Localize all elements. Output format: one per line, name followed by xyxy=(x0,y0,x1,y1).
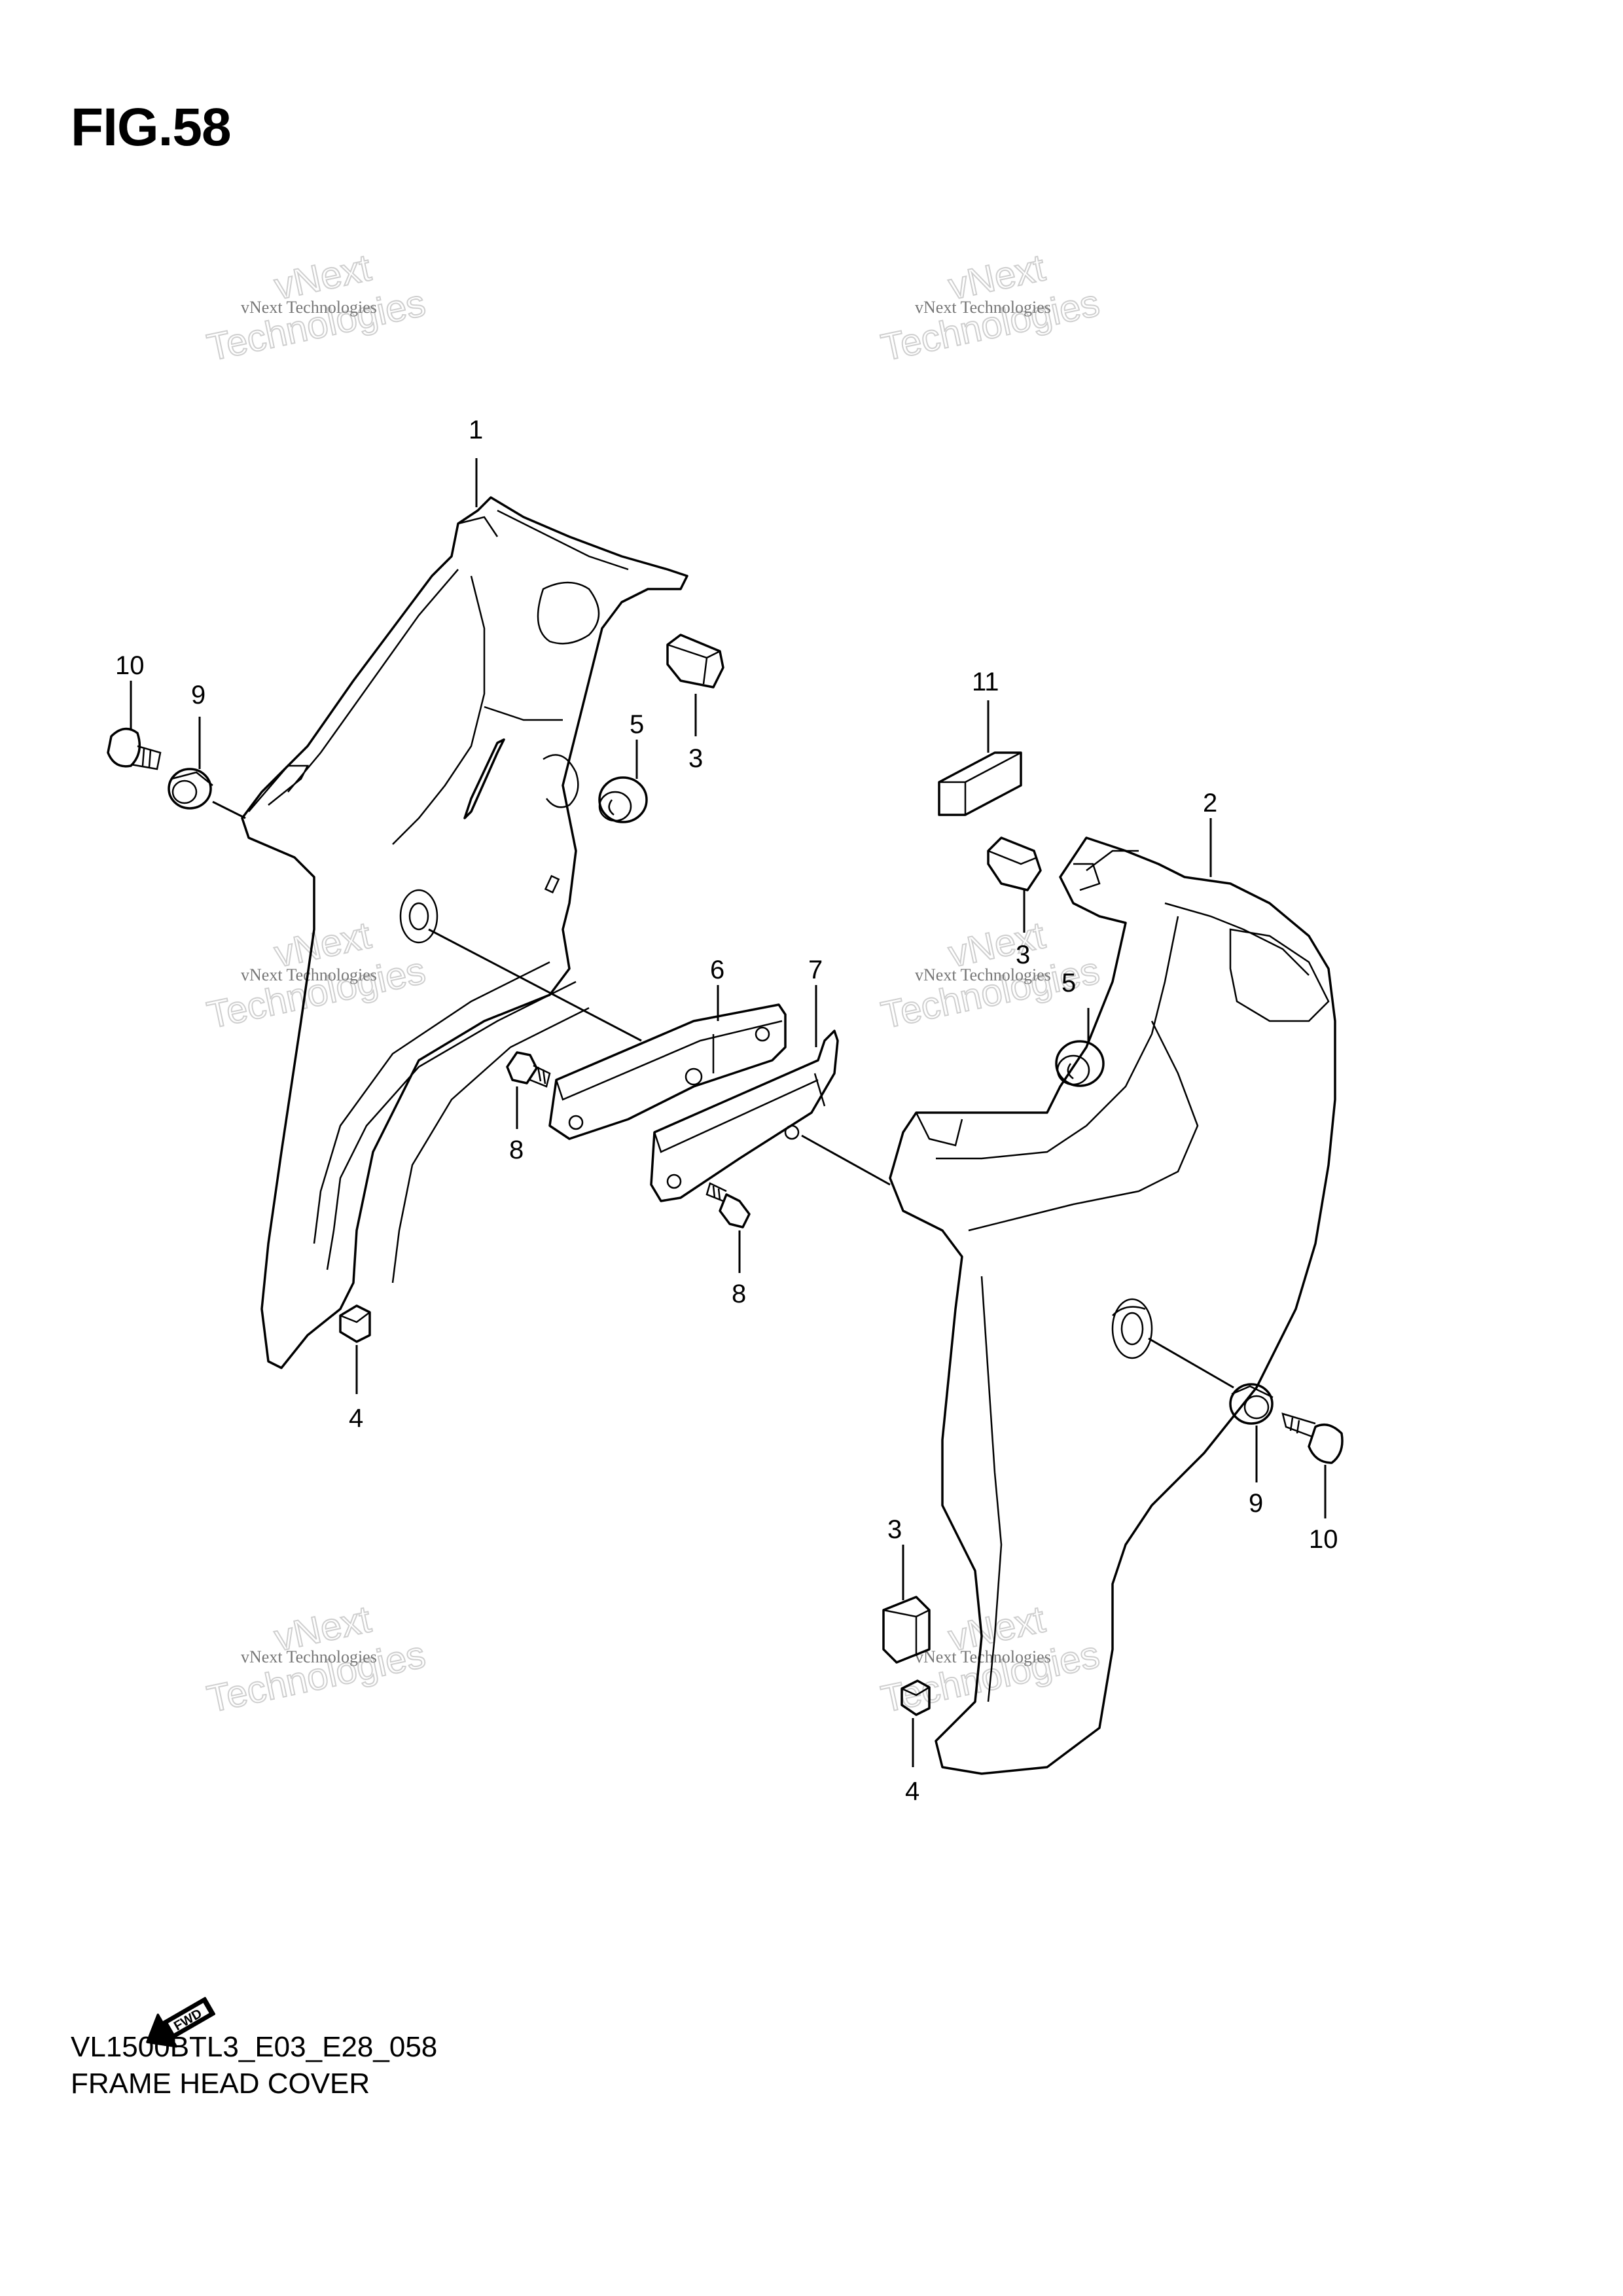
part-4-nut xyxy=(901,1679,931,1716)
part-3-clip xyxy=(882,1596,931,1664)
part-3-clip xyxy=(666,634,724,689)
part-5-grommet xyxy=(598,776,648,823)
part-10-bolt xyxy=(107,727,162,770)
callout-5: 5 xyxy=(630,710,644,739)
callout-10: 10 xyxy=(1309,1525,1338,1554)
callout-labels: 1 2 3 3 3 4 4 5 5 6 7 8 8 9 9 10 10 11 xyxy=(115,416,1338,1806)
callout-6: 6 xyxy=(710,956,724,984)
callout-1: 1 xyxy=(469,416,483,444)
watermark-text: vNext Technologies xyxy=(915,1647,1051,1666)
callout-7: 7 xyxy=(808,956,823,984)
callout-3: 3 xyxy=(688,744,703,773)
callout-3: 3 xyxy=(887,1515,902,1544)
callout-11: 11 xyxy=(972,668,999,696)
footer: VL1500BTL3_E03_E28_058 FRAME HEAD COVER xyxy=(71,2029,437,2102)
part-10-bolt xyxy=(1281,1412,1344,1464)
part-9-collar xyxy=(168,768,213,810)
part-8-bolt xyxy=(506,1051,551,1088)
part-5-grommet xyxy=(1055,1040,1105,1087)
part-11-cushion xyxy=(938,751,1022,816)
part-2-right-frame-head-cover xyxy=(889,836,1336,1775)
model-code: VL1500BTL3_E03_E28_058 xyxy=(71,2031,438,2063)
part-7-bracket xyxy=(650,1030,839,1202)
watermark-text: vNext Technologies xyxy=(915,965,1051,984)
part-4-nut xyxy=(339,1304,371,1343)
callout-9: 9 xyxy=(1249,1489,1263,1518)
callout-5: 5 xyxy=(1061,969,1076,997)
callout-3: 3 xyxy=(1016,941,1030,969)
part-6-bracket xyxy=(548,1003,787,1140)
callout-4: 4 xyxy=(349,1404,363,1433)
figure-title: FIG.58 xyxy=(71,98,232,157)
callout-9: 9 xyxy=(191,681,205,709)
watermark-group: Technologies vNext vNext Technologies Te… xyxy=(203,245,1104,1721)
callout-8: 8 xyxy=(732,1280,746,1308)
part-1-left-frame-head-cover xyxy=(241,496,688,1369)
watermark-text: vNext Technologies xyxy=(915,298,1051,317)
section-name: FRAME HEAD COVER xyxy=(71,2068,370,2100)
callout-10: 10 xyxy=(115,651,145,680)
watermark-text: vNext Technologies xyxy=(241,298,377,317)
part-8-bolt xyxy=(705,1182,751,1229)
callout-2: 2 xyxy=(1203,789,1217,817)
watermark-text: vNext Technologies xyxy=(241,1647,377,1666)
leader-lines xyxy=(130,458,1327,1767)
callout-8: 8 xyxy=(509,1136,524,1164)
callout-4: 4 xyxy=(905,1777,919,1806)
part-3-clip xyxy=(987,836,1042,891)
part-9-collar xyxy=(1229,1383,1274,1425)
